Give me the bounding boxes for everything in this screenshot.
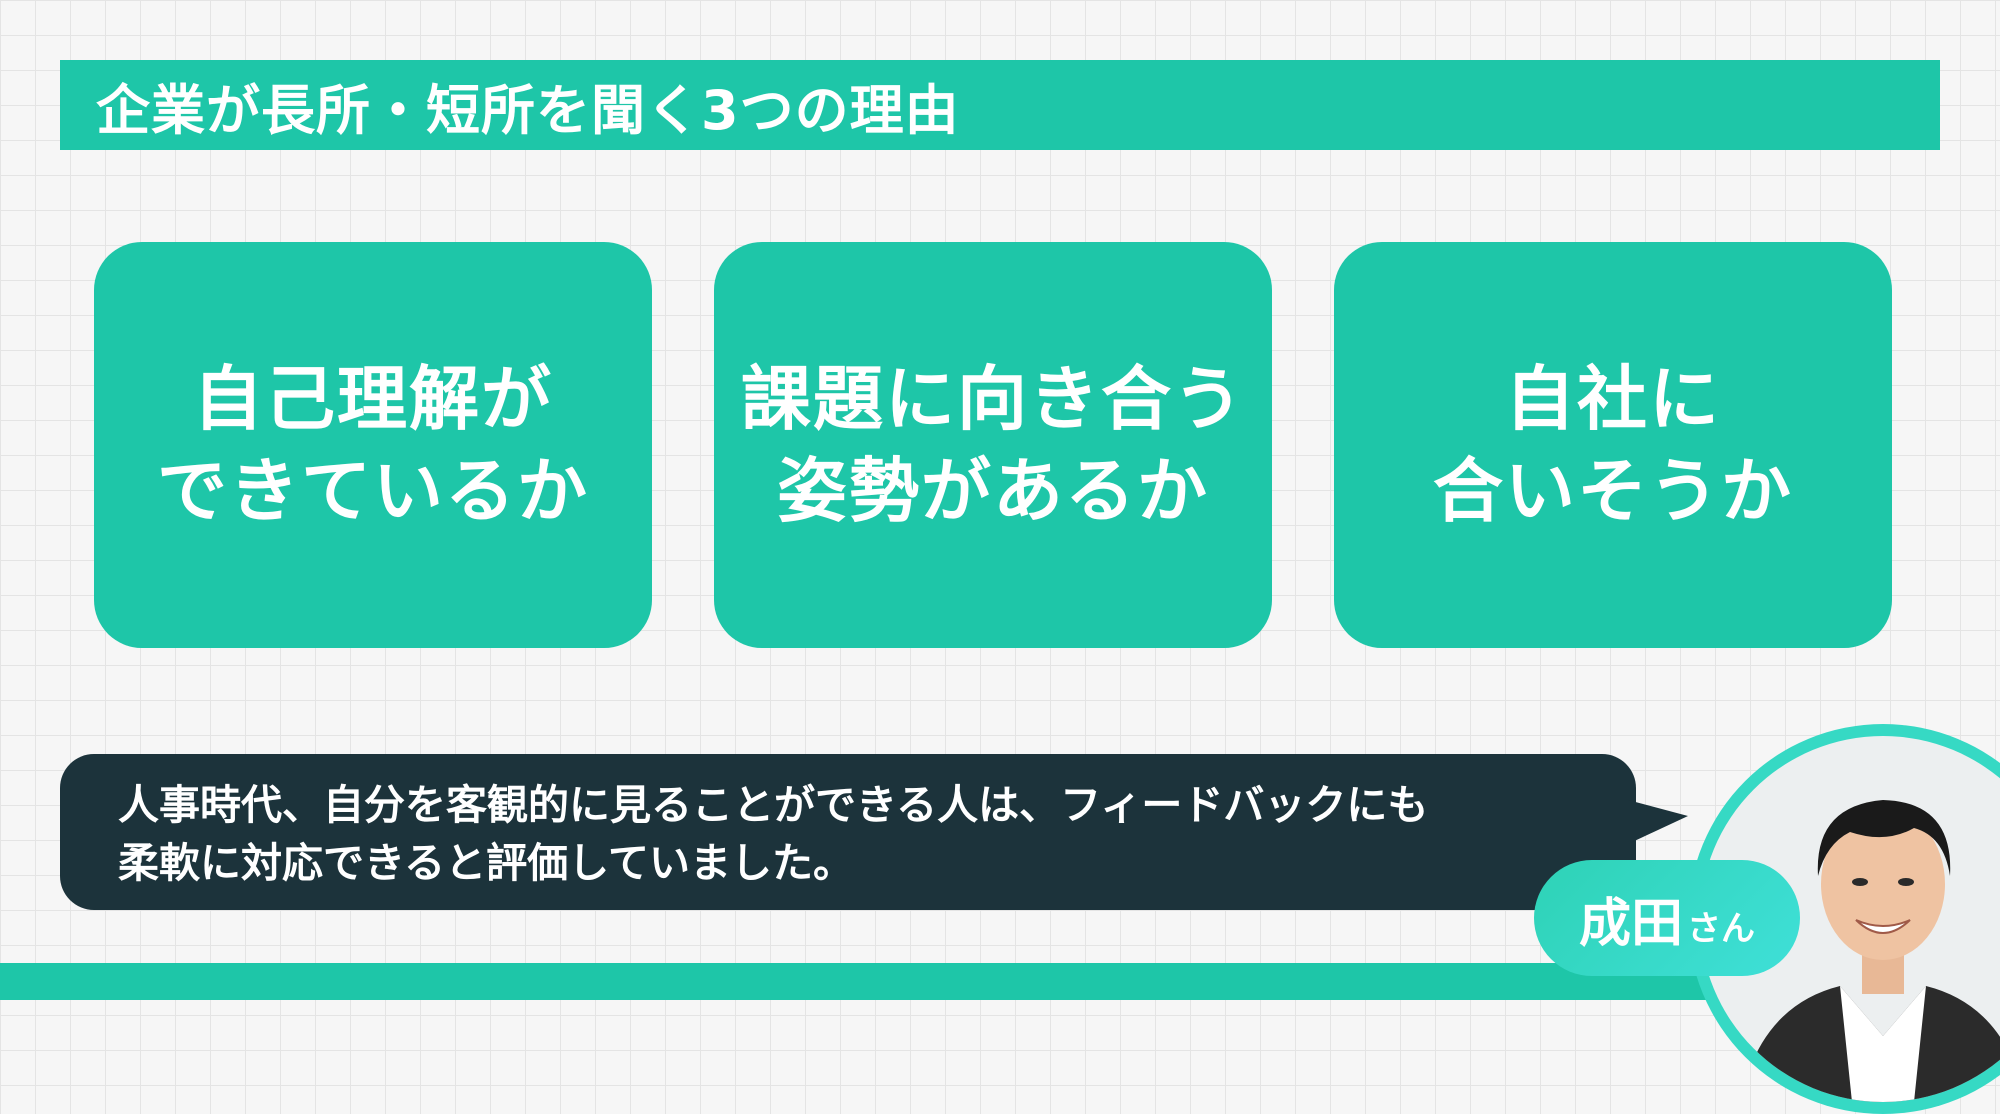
quote-text: 人事時代、自分を客観的に見ることができる人は、フィードバックにも 柔軟に対応でき… [118,781,1429,887]
reason-card-2-text: 課題に向き合う 姿勢があるか [741,358,1245,532]
reason-card-1-text: 自己理解が できているか [157,358,589,532]
speaker-name: 成田 [1578,893,1683,954]
speaker-honorific: さん [1687,908,1755,949]
reason-card-1: 自己理解が できているか [94,242,652,648]
title-bar: 企業が長所・短所を聞く3つの理由 [60,60,1940,150]
reason-card-3-text: 自社に 合いそうか [1433,358,1793,532]
speaker-name-badge: 成田 さん [1534,860,1800,976]
speech-bubble: 人事時代、自分を客観的に見ることができる人は、フィードバックにも 柔軟に対応でき… [60,754,1636,910]
reason-card-3: 自社に 合いそうか [1334,242,1892,648]
reason-card-2: 課題に向き合う 姿勢があるか [714,242,1272,648]
page-title: 企業が長所・短所を聞く3つの理由 [96,78,960,142]
speech-bubble-tail [1628,800,1688,844]
